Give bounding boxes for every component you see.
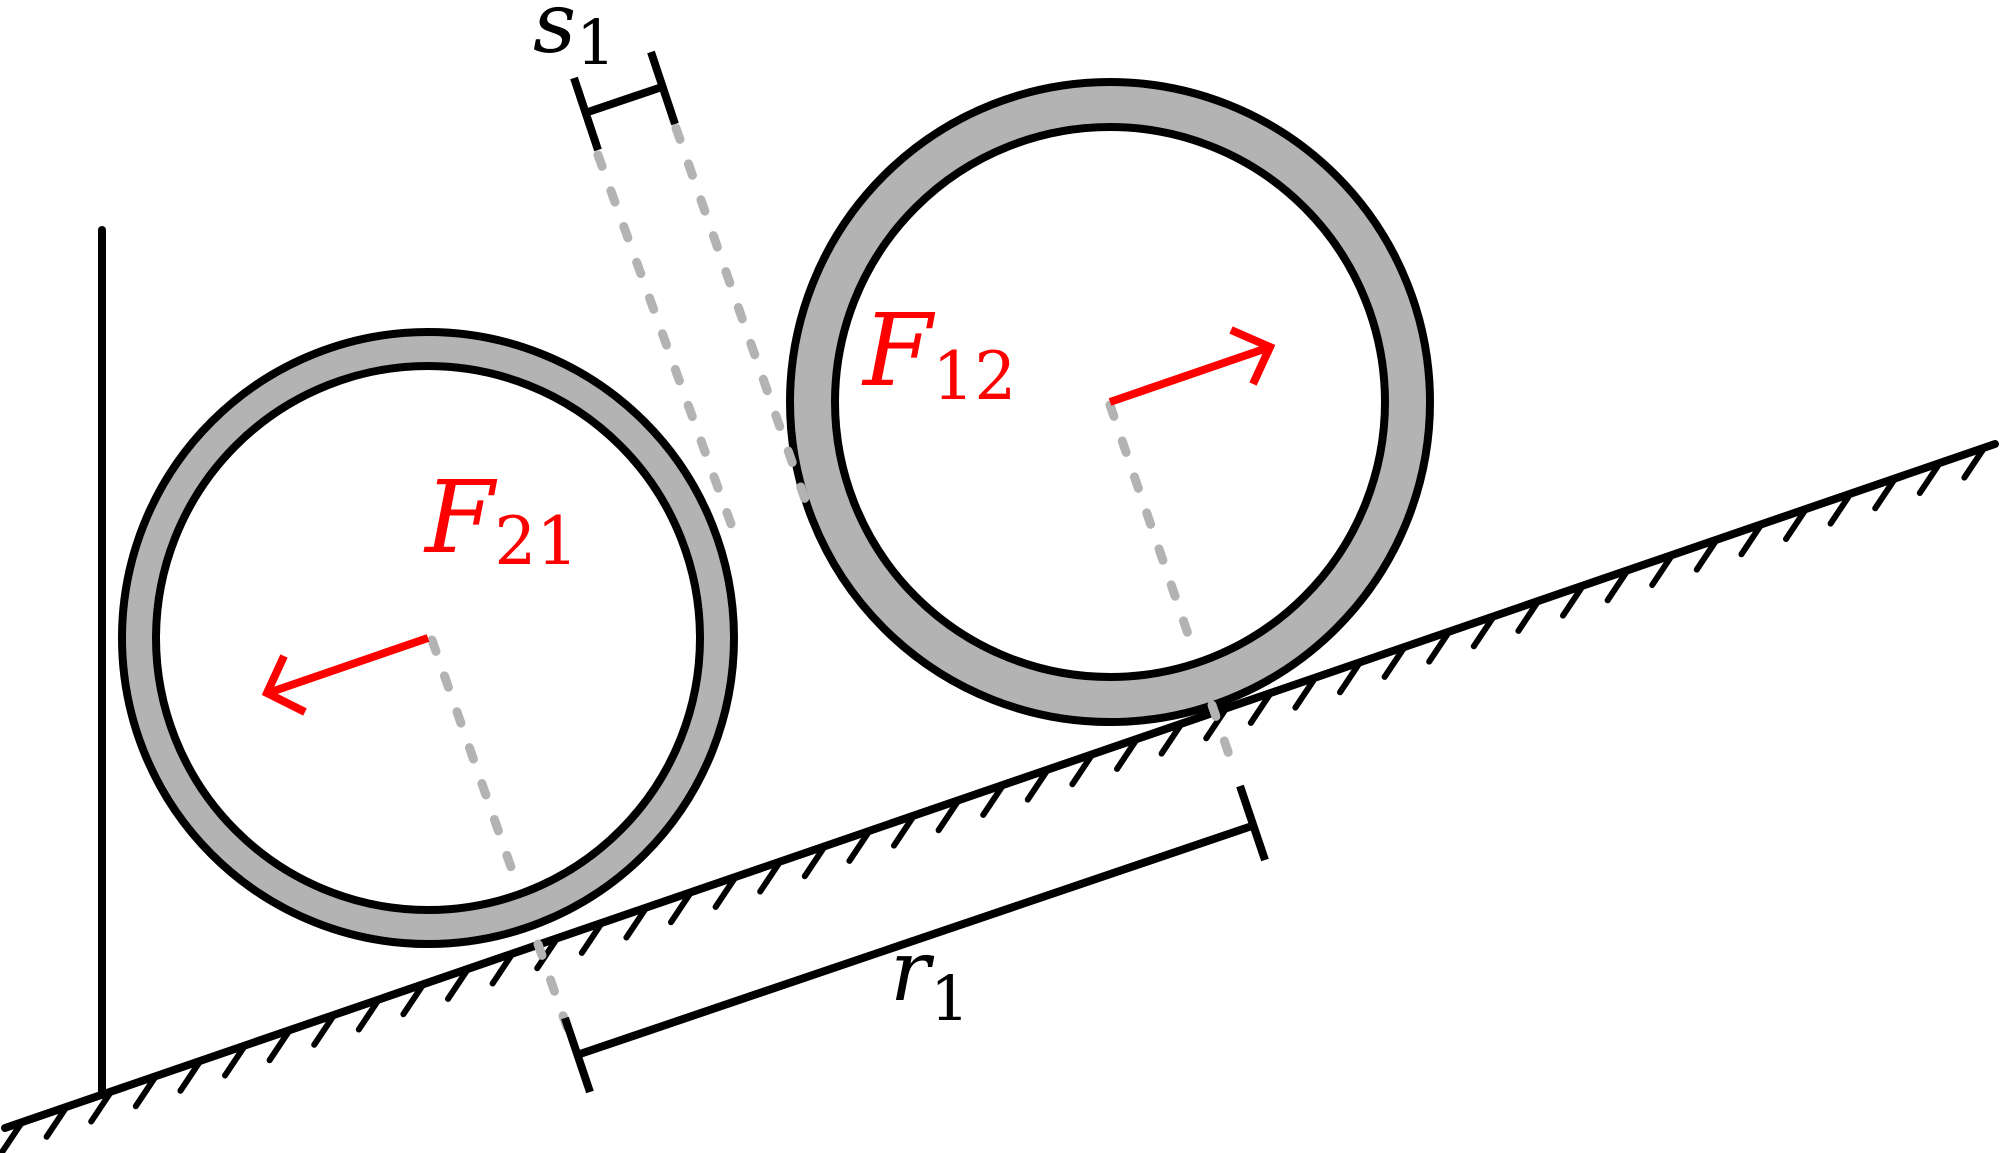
f12-symbol: F [861, 292, 936, 409]
ground-hatching [0, 444, 1988, 1153]
r1-left-tick [561, 1016, 594, 1094]
s1-subscript: 1 [576, 6, 615, 79]
ground-hatch-mark [935, 797, 962, 834]
ground-hatch-mark [1381, 643, 1408, 680]
ground-hatch-mark [1292, 674, 1319, 711]
ground-hatch-mark [1872, 475, 1899, 512]
f21-arrow-shaft [266, 634, 430, 697]
ground-hatch-mark [980, 781, 1007, 818]
ground-hatch-mark [1560, 582, 1586, 619]
left-contact-guide [533, 939, 573, 1035]
s1-dimension-line [586, 83, 664, 116]
r1-dimension-line [578, 822, 1254, 1058]
f21-symbol: F [423, 459, 498, 576]
ground-hatch-mark [400, 981, 427, 1018]
s1-right-tick [647, 50, 679, 126]
ground-hatch-mark [1337, 659, 1363, 696]
ground-hatch-mark [177, 1057, 204, 1094]
ground-hatch-mark [1069, 751, 1096, 788]
force-arrow-f21 [261, 634, 430, 716]
r1-right-tick [1236, 784, 1269, 862]
r1-dimension [561, 784, 1269, 1094]
label-r1: r1 [890, 922, 970, 1035]
s1-left-tick [570, 76, 602, 152]
r1-subscript: 1 [930, 962, 969, 1035]
ground-hatch-mark [1158, 720, 1185, 757]
ground-hatch-mark [1426, 628, 1453, 665]
s1-left-guide [593, 150, 740, 540]
ground-hatch-mark [801, 843, 828, 880]
ground-hatch-mark [489, 950, 516, 987]
right-ring-radius-guide [1105, 400, 1195, 645]
ground-hatch-mark [1649, 552, 1676, 588]
s1-dimension [570, 50, 679, 152]
ground-hatch-mark [1203, 705, 1230, 742]
label-f12: F12 [861, 292, 1016, 415]
ground-hatch-mark [1247, 689, 1274, 726]
ground-hatch-mark [132, 1073, 159, 1110]
ground-hatch-mark [668, 889, 694, 926]
guide-lines [427, 123, 1241, 1035]
ground-hatch-mark [1916, 460, 1943, 496]
ground-hatch-mark [355, 996, 382, 1033]
f21-arrowhead [261, 654, 307, 716]
ground-hatch-mark [1738, 521, 1765, 558]
s1-symbol: s [533, 0, 576, 72]
force-arrow-f12 [1108, 326, 1276, 406]
r1-symbol: r [890, 922, 935, 1020]
f12-subscript: 12 [932, 338, 1016, 415]
ground-hatch-mark [757, 858, 784, 895]
f12-arrowhead [1229, 326, 1276, 386]
ground-hatch-mark [1114, 735, 1140, 772]
s1-right-guide [671, 123, 813, 513]
ground-hatch-mark [88, 1088, 115, 1125]
ground-hatch-mark [266, 1027, 293, 1064]
ground-hatch-mark [1470, 613, 1497, 650]
f12-arrow-shaft [1108, 343, 1272, 406]
right-contact-guide [1207, 700, 1241, 780]
label-s1: s1 [533, 0, 616, 79]
ground-hatch-mark [891, 812, 917, 849]
ground-hatch-mark [1604, 567, 1631, 604]
left-ring-radius-guide [427, 635, 517, 875]
ground-hatch-mark [846, 827, 873, 864]
ground-hatch-mark [1783, 506, 1809, 542]
ground-hatch-mark [712, 873, 739, 910]
ground-hatch-mark [1827, 490, 1854, 527]
ground-hatch-mark [1515, 597, 1542, 634]
ground-hatch-mark [1024, 766, 1051, 803]
ground-hatch-mark [623, 904, 650, 941]
ground-hatch-mark [534, 935, 561, 972]
ground-hatch-mark [222, 1042, 248, 1079]
ground-hatch-mark [0, 1119, 25, 1153]
ground-hatch-mark [311, 1011, 338, 1048]
ground-hatch-mark [43, 1103, 70, 1140]
ground-hatch-mark [578, 919, 605, 956]
f21-subscript: 21 [494, 503, 578, 580]
ground-hatch-mark [1693, 536, 1720, 573]
label-f21: F21 [423, 459, 578, 580]
ground-hatch-mark [445, 965, 471, 1002]
ground-hatch-mark [1961, 444, 1988, 481]
